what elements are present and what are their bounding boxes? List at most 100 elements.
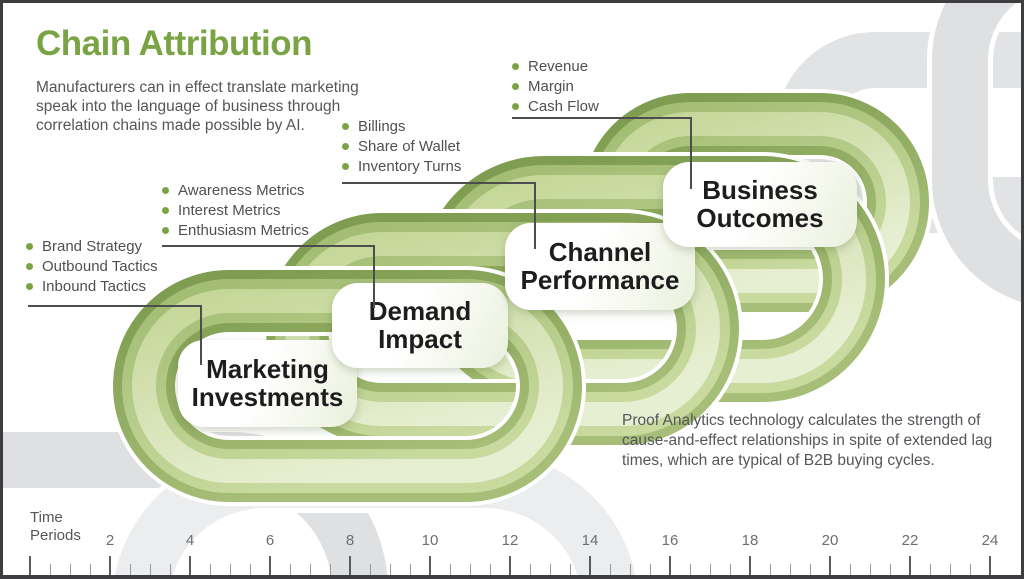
minor-tick [649, 564, 651, 575]
minor-tick [129, 564, 131, 575]
minor-tick [249, 564, 251, 575]
minor-tick [809, 564, 811, 575]
connector-demand-horizontal [162, 245, 375, 247]
minor-tick [449, 564, 451, 575]
intro-text: Manufacturers can in effect translate ma… [36, 79, 359, 134]
list-item: Awareness Metrics [162, 182, 309, 202]
metrics-list-demand: Awareness Metrics Interest Metrics Enthu… [162, 182, 309, 242]
minor-tick [549, 564, 551, 575]
minor-tick [49, 564, 51, 575]
metric-label: Brand Strategy [42, 238, 143, 255]
timeline-tick-label: 8 [345, 532, 355, 549]
gray-link-bottom-left [0, 427, 393, 579]
minor-tick [489, 564, 491, 575]
metric-label: Margin [528, 78, 574, 95]
gray-link-far-right [927, 0, 1024, 308]
connector-marketing-horizontal [28, 305, 202, 307]
major-tick [29, 556, 31, 575]
minor-tick [789, 564, 791, 575]
list-item: Cash Flow [512, 98, 599, 118]
minor-tick [769, 564, 771, 575]
connector-channel-vertical [534, 182, 536, 249]
bullet-icon [26, 283, 33, 290]
minor-tick [849, 564, 851, 575]
metrics-list-business: Revenue Margin Cash Flow [512, 58, 599, 118]
connector-demand-vertical [373, 245, 375, 308]
minor-tick [229, 564, 231, 575]
major-tick [509, 556, 511, 575]
timeline-tick-label: 2 [105, 532, 115, 549]
major-tick [669, 556, 671, 575]
major-tick [989, 556, 991, 575]
list-item: Inventory Turns [342, 158, 461, 178]
link-label-marketing-investments: Marketing Investments [178, 340, 357, 427]
metric-label: Inbound Tactics [42, 278, 146, 295]
minor-tick [569, 564, 571, 575]
metric-label: Cash Flow [528, 98, 599, 115]
minor-tick [869, 564, 871, 575]
minor-tick [529, 564, 531, 575]
timeline-tick-label: 18 [741, 532, 759, 549]
minor-tick [469, 564, 471, 575]
bullet-icon [512, 103, 519, 110]
bullet-icon [162, 227, 169, 234]
minor-tick [309, 564, 311, 575]
metric-label: Share of Wallet [358, 138, 460, 155]
metric-label: Interest Metrics [178, 202, 281, 219]
minor-tick [209, 564, 211, 575]
timeline-tick-label: 24 [981, 532, 999, 549]
major-tick [269, 556, 271, 575]
minor-tick [929, 564, 931, 575]
list-item: Interest Metrics [162, 202, 309, 222]
minor-tick [889, 564, 891, 575]
bullet-icon [342, 123, 349, 130]
metric-label: Awareness Metrics [178, 182, 305, 199]
major-tick [429, 556, 431, 575]
list-item: Enthusiasm Metrics [162, 222, 309, 242]
metric-label: Enthusiasm Metrics [178, 222, 309, 239]
major-tick [749, 556, 751, 575]
bullet-icon [342, 143, 349, 150]
major-tick [909, 556, 911, 575]
minor-tick [729, 564, 731, 575]
timeline-tick-label: 16 [661, 532, 679, 549]
minor-tick [949, 564, 951, 575]
list-item: Billings [342, 118, 461, 138]
list-item: Brand Strategy [26, 238, 158, 258]
bullet-icon [162, 187, 169, 194]
metric-label: Revenue [528, 58, 589, 75]
list-item: Inbound Tactics [26, 278, 158, 298]
bullet-icon [512, 63, 519, 70]
metrics-list-marketing: Brand Strategy Outbound Tactics Inbound … [26, 238, 158, 298]
bullet-icon [512, 83, 519, 90]
metric-label: Billings [358, 118, 406, 135]
timeline-axis-label: Time Periods [30, 509, 81, 544]
major-tick [189, 556, 191, 575]
list-item: Revenue [512, 58, 599, 78]
note-text: Proof Analytics technology calculates th… [622, 412, 993, 469]
connector-marketing-vertical [200, 305, 202, 365]
timeline-tick-label: 10 [421, 532, 439, 549]
connector-business-vertical [690, 117, 692, 189]
connector-business-horizontal [512, 117, 692, 119]
metric-label: Inventory Turns [358, 158, 462, 175]
timeline-tick-label: 20 [821, 532, 839, 549]
major-tick [349, 556, 351, 575]
minor-tick [89, 564, 91, 575]
major-tick [829, 556, 831, 575]
connector-channel-horizontal [342, 182, 536, 184]
minor-tick [149, 564, 151, 575]
timeline-tick-label: 6 [265, 532, 275, 549]
timeline-tick-label: 14 [581, 532, 599, 549]
major-tick [109, 556, 111, 575]
metric-label: Outbound Tactics [42, 258, 158, 275]
minor-tick [389, 564, 391, 575]
list-item: Margin [512, 78, 599, 98]
minor-tick [169, 564, 171, 575]
major-tick [589, 556, 591, 575]
bullet-icon [162, 207, 169, 214]
minor-tick [969, 564, 971, 575]
timeline-tick-label: 22 [901, 532, 919, 549]
